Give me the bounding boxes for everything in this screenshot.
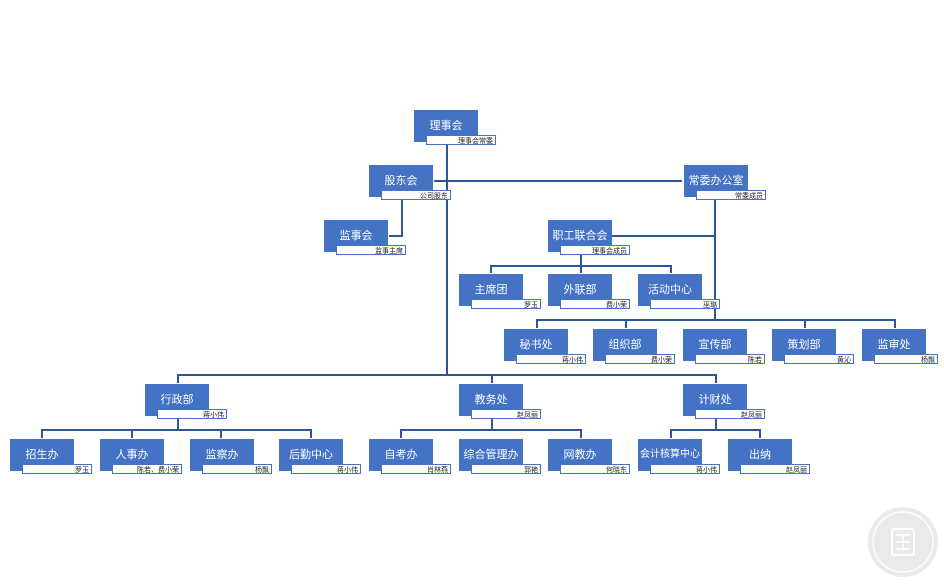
node-wailianbu: 外联部 费小荣: [548, 274, 630, 309]
connector-line: [434, 180, 682, 182]
connector-line: [310, 429, 312, 438]
connector-line: [894, 319, 896, 328]
node-subtitle: 杨飘: [202, 464, 272, 474]
connector-line: [491, 417, 493, 430]
node-subtitle: 陈若、费小荣: [112, 464, 182, 474]
node-subtitle: 常委成员: [696, 190, 766, 200]
node-subtitle: 赵凤丽: [740, 464, 810, 474]
node-subtitle: 费小荣: [560, 299, 630, 309]
connector-line: [670, 265, 672, 273]
connector-line: [491, 374, 493, 383]
node-jianshihui: 监事会 监事主席: [324, 220, 406, 255]
connector-line: [220, 429, 222, 438]
node-mishuchu: 秘书处 蒋小伟: [504, 329, 586, 364]
connector-line: [131, 429, 133, 438]
connector-line: [580, 252, 582, 266]
connector-line: [177, 374, 179, 383]
node-kuaiji: 会计核算中心 蒋小伟: [638, 439, 720, 474]
node-title: 主席团: [459, 274, 523, 306]
connector-line: [714, 198, 716, 320]
connector-line: [177, 417, 179, 430]
node-subtitle: 巫璐: [650, 299, 720, 309]
node-subtitle: 杨飘: [874, 354, 938, 364]
connector-line: [580, 429, 582, 438]
connector-line: [804, 319, 806, 328]
node-zhuxituan: 主席团 罗玉: [459, 274, 541, 309]
node-renshi: 人事办 陈若、费小荣: [100, 439, 182, 474]
node-subtitle: 赵凤丽: [695, 409, 765, 419]
node-subtitle: 罗玉: [22, 464, 92, 474]
connector-line: [715, 374, 717, 383]
node-subtitle: 陈若: [695, 354, 765, 364]
node-subtitle: 蒋小伟: [291, 464, 361, 474]
connector-line: [177, 374, 717, 376]
node-subtitle: 赵凤丽: [471, 409, 541, 419]
node-lishihui: 理事会 理事会常委: [414, 110, 496, 145]
connector-line: [41, 429, 312, 431]
connector-line: [670, 429, 761, 431]
connector-line: [400, 429, 402, 438]
node-changwei: 常委办公室 常委成员: [684, 165, 766, 200]
connector-line: [536, 319, 538, 328]
connector-line: [580, 265, 582, 273]
node-subtitle: 蒋小伟: [516, 354, 586, 364]
connector-line: [490, 265, 492, 273]
node-subtitle: 肖林燕: [381, 464, 451, 474]
node-jianshen: 监审处 杨飘: [862, 329, 938, 364]
node-subtitle: 公司股东: [381, 190, 451, 200]
connector-line: [670, 429, 672, 438]
connector-line: [41, 429, 43, 438]
node-xuanchuan: 宣传部 陈若: [683, 329, 765, 364]
node-jiancha: 监察办 杨飘: [190, 439, 272, 474]
connector-line: [400, 429, 582, 431]
node-subtitle: 罗玉: [471, 299, 541, 309]
node-cehua: 策划部 黄沁: [772, 329, 854, 364]
connector-line: [612, 235, 715, 237]
node-zikao: 自考办 肖林燕: [369, 439, 451, 474]
connector-line: [536, 319, 896, 321]
seal-logo-icon: [868, 507, 938, 577]
node-xingzheng: 行政部 蒋小伟: [145, 384, 227, 419]
node-subtitle: 费小荣: [605, 354, 675, 364]
connector-line: [625, 319, 627, 328]
node-subtitle: 黄沁: [784, 354, 854, 364]
connector-line: [401, 198, 403, 236]
node-subtitle: 郭艳: [471, 464, 541, 474]
connector-line: [715, 417, 717, 430]
node-subtitle: 理事会成员: [560, 245, 630, 255]
node-chuna: 出纳 赵凤丽: [728, 439, 810, 474]
node-gudonghui: 股东会 公司股东: [369, 165, 451, 200]
node-huodong: 活动中心 巫璐: [638, 274, 720, 309]
node-zhaosheng: 招生办 罗玉: [10, 439, 92, 474]
node-subtitle: 监事主席: [336, 245, 406, 255]
node-subtitle: 蒋小伟: [157, 409, 227, 419]
node-houqin: 后勤中心 蒋小伟: [279, 439, 361, 474]
node-subtitle: 蒋小伟: [650, 464, 720, 474]
node-wangjiao: 网教办 何晓东: [548, 439, 630, 474]
connector-line: [446, 142, 448, 375]
connector-line: [759, 429, 761, 438]
node-title: 常委办公室: [684, 165, 748, 197]
connector-line: [389, 235, 403, 237]
node-subtitle: 何晓东: [560, 464, 630, 474]
node-zonghe: 综合管理办 郭艳: [459, 439, 541, 474]
node-zuzhibu: 组织部 费小荣: [593, 329, 675, 364]
node-jiaowu: 教务处 赵凤丽: [459, 384, 541, 419]
node-jicai: 计财处 赵凤丽: [683, 384, 765, 419]
node-zhigong: 职工联合会 理事会成员: [548, 220, 630, 255]
node-subtitle: 理事会常委: [426, 135, 496, 145]
